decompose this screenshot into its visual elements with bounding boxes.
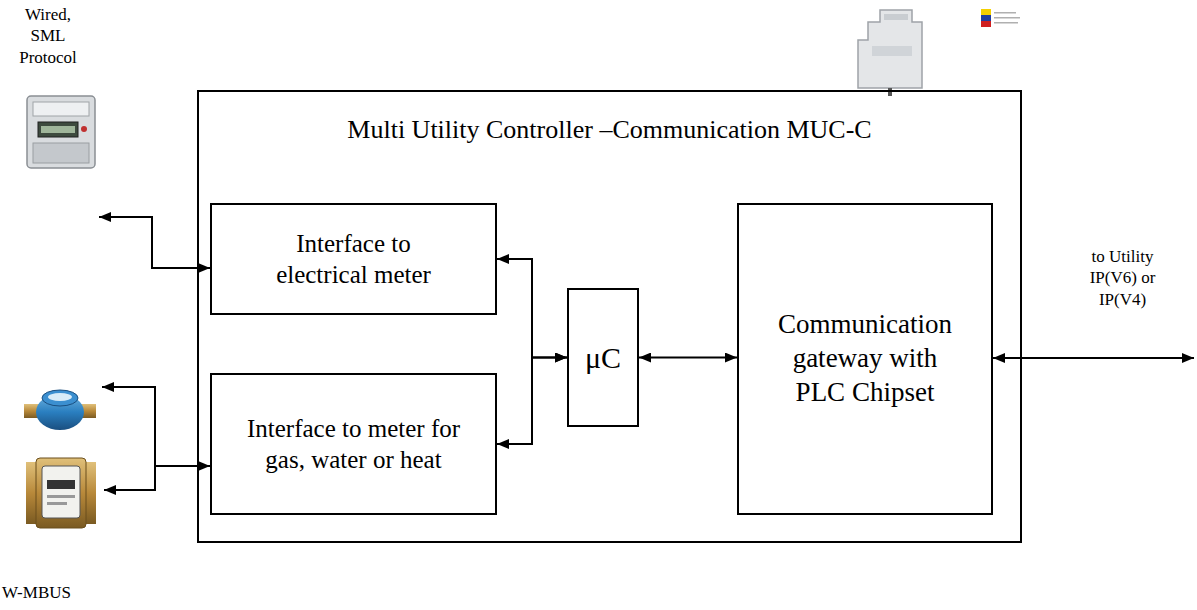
heat-meter-print — [47, 495, 75, 498]
annotation-label: W-MBUS — [2, 582, 92, 603]
electrical-meter-picture — [27, 96, 95, 168]
component-box: μC — [567, 288, 639, 427]
heat-meter-print — [47, 502, 67, 505]
heat-meter-display — [47, 480, 75, 489]
logo-print — [994, 12, 1016, 14]
logo-print — [994, 17, 1020, 19]
meter-terminal-cover — [33, 143, 89, 163]
device-front — [872, 46, 912, 56]
connector-arrow — [497, 358, 567, 445]
box-text: Communication gateway with PLC Chipset — [765, 308, 965, 409]
annotation-label: Wired, SML Protocol — [8, 4, 88, 68]
connector-arrow — [497, 259, 567, 358]
muc-device-picture — [858, 10, 922, 96]
meter-led — [81, 126, 87, 132]
meter-display — [38, 122, 78, 137]
meter-housing — [27, 96, 95, 168]
water-meter-lid — [42, 390, 78, 406]
heat-meter-body — [36, 458, 86, 528]
device-housing — [858, 10, 922, 88]
device-label — [884, 14, 908, 20]
box-title: Multi Utility Controller –Communication … — [199, 114, 1020, 147]
water-meter-dial — [48, 393, 72, 401]
logo-print — [994, 22, 1018, 24]
meter-top-panel — [33, 102, 89, 116]
logo-stripe — [981, 21, 991, 27]
logo-mark — [981, 9, 1020, 27]
box-text: Interface to meter for gas, water or hea… — [244, 413, 464, 476]
component-box: Communication gateway with PLC Chipset — [737, 203, 993, 515]
meter-wire — [99, 217, 210, 268]
logo-stripe — [981, 15, 991, 21]
connector-arrow — [639, 357, 737, 359]
meter-display-digits — [41, 126, 75, 133]
utility-link — [993, 357, 1194, 359]
logo-stripe — [981, 9, 991, 15]
heat-meter-face — [42, 466, 80, 518]
heat-meter-picture — [26, 458, 96, 528]
meter-wire — [102, 387, 155, 490]
component-box: Interface to electrical meter — [210, 203, 497, 315]
box-text: μC — [585, 339, 621, 377]
controller-housing-box: Multi Utility Controller –Communication … — [197, 90, 1022, 543]
box-text: Interface to electrical meter — [264, 228, 444, 291]
component-box: Interface to meter for gas, water or hea… — [210, 373, 497, 515]
annotation-label: to Utility IP(V6) or IP(V4) — [1075, 246, 1170, 310]
meter-wire — [155, 465, 210, 467]
water-meter-picture — [24, 390, 96, 430]
